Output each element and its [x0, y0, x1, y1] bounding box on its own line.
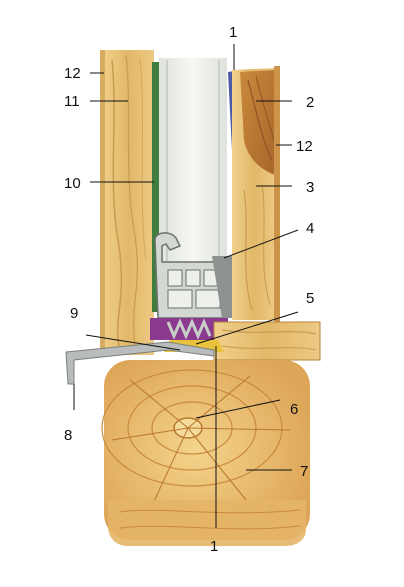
callout-6: 6	[290, 401, 298, 418]
callout-3: 3	[306, 179, 314, 196]
callout-2: 2	[306, 94, 314, 111]
green-seal	[152, 62, 159, 312]
log	[101, 360, 310, 546]
sill-nosing	[213, 321, 321, 361]
left-trim-strip	[100, 50, 105, 355]
callout-10: 10	[64, 175, 81, 192]
callout-1-top: 1	[229, 24, 237, 41]
right-trim-strip	[274, 66, 280, 326]
callout-12-right: 12	[296, 138, 313, 155]
callout-8: 8	[64, 427, 72, 444]
glazing-bead-profile	[154, 232, 232, 319]
callout-11: 11	[64, 93, 80, 110]
callout-7: 7	[300, 463, 308, 480]
callout-5: 5	[306, 290, 314, 307]
callout-9: 9	[70, 305, 78, 322]
leader-lines	[73, 44, 299, 528]
right-timber	[232, 68, 276, 320]
drip-flashing	[65, 341, 215, 385]
left-timber	[102, 50, 154, 355]
callout-12-left: 12	[64, 65, 81, 82]
callout-4: 4	[306, 220, 314, 237]
callout-1-bottom: 1	[210, 538, 218, 555]
